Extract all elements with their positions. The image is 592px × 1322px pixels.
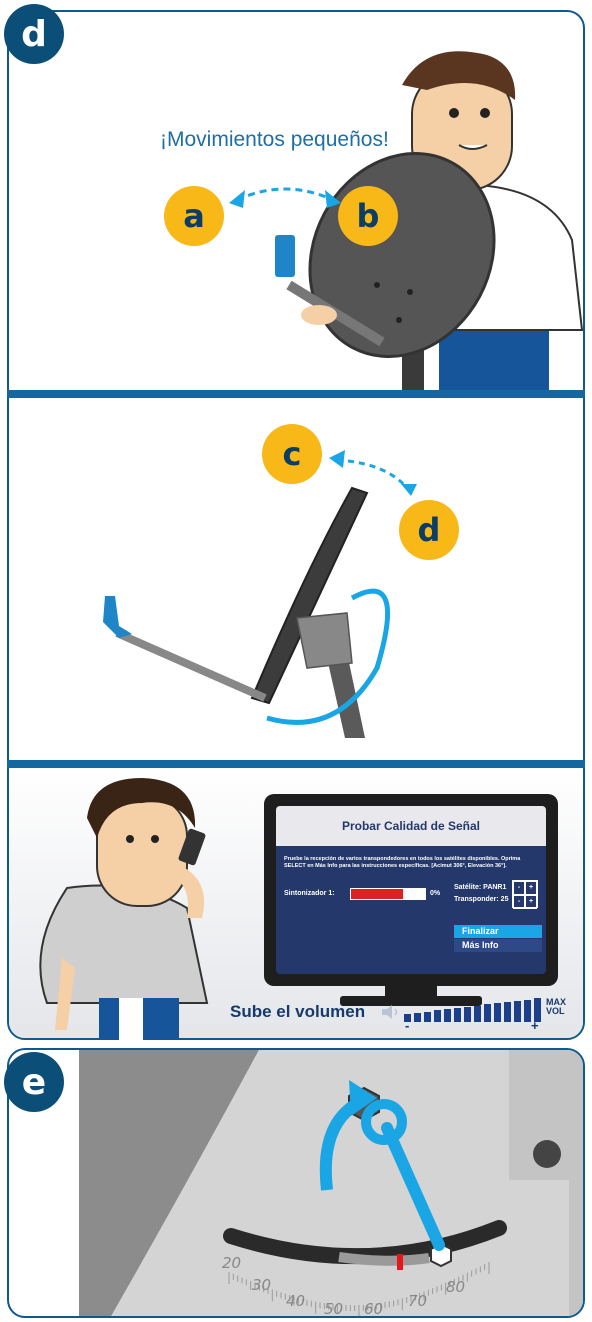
volume-bar bbox=[464, 1007, 471, 1022]
person-hand bbox=[301, 305, 337, 325]
dish-arm-side bbox=[117, 633, 265, 698]
marker-d: d bbox=[399, 500, 459, 560]
volume-label: Sube el volumen bbox=[230, 1002, 365, 1022]
section-divider bbox=[7, 760, 585, 768]
scale-70: 70 bbox=[408, 1292, 427, 1310]
scale-60: 60 bbox=[364, 1300, 383, 1318]
signal-test-title: Probar Calidad de Señal bbox=[276, 806, 546, 846]
volume-bars[interactable] bbox=[404, 998, 542, 1022]
movement-arrow bbox=[237, 189, 333, 200]
transponder-label: Transponder: 25 bbox=[454, 896, 508, 903]
elevation-marker bbox=[397, 1254, 403, 1270]
bolt-right bbox=[533, 1140, 561, 1168]
volume-bar bbox=[474, 1006, 481, 1022]
satellite-label: Satélite: PANR1 bbox=[454, 884, 506, 891]
scale-40: 40 bbox=[286, 1292, 305, 1310]
volume-plus: + bbox=[531, 1018, 539, 1033]
marker-a: a bbox=[164, 186, 224, 246]
step-badge-d: d bbox=[4, 4, 64, 64]
section-divider bbox=[7, 390, 585, 398]
tuner-meter bbox=[350, 888, 426, 900]
person-eye-right bbox=[480, 108, 490, 118]
volume-bar bbox=[444, 1009, 451, 1022]
tuner-percentage: 0% bbox=[430, 890, 440, 897]
volume-bar bbox=[494, 1003, 501, 1022]
vol-text: VOL bbox=[546, 1006, 565, 1016]
volume-bar bbox=[424, 1012, 431, 1022]
person-on-phone-illustration bbox=[7, 768, 237, 1040]
minus-button[interactable]: - bbox=[513, 881, 525, 895]
volume-bar bbox=[524, 1000, 531, 1022]
volume-bar bbox=[514, 1001, 521, 1022]
person-eye-left bbox=[449, 108, 459, 118]
elevation-bolt-illustration bbox=[9, 1050, 585, 1318]
tv-screen: Probar Calidad de Señal Pruebe la recepc… bbox=[276, 806, 546, 974]
instruction-panel-e bbox=[7, 1048, 585, 1318]
scale-50: 50 bbox=[324, 1300, 343, 1318]
speaker-icon bbox=[380, 1004, 402, 1020]
dish-mount bbox=[297, 613, 352, 668]
dish-with-person-illustration bbox=[7, 10, 585, 390]
volume-bar bbox=[454, 1008, 461, 1022]
plus-button[interactable]: + bbox=[525, 881, 537, 895]
more-info-button[interactable]: Más Info bbox=[454, 939, 542, 952]
marker-b: b bbox=[338, 186, 398, 246]
small-movements-caption: ¡Movimientos pequeños! bbox=[160, 128, 389, 152]
plus-button[interactable]: + bbox=[525, 895, 537, 909]
volume-bar bbox=[484, 1004, 491, 1022]
lnb bbox=[275, 235, 295, 277]
scale-80: 80 bbox=[446, 1278, 465, 1296]
volume-bar bbox=[504, 1002, 511, 1022]
adjust-grid[interactable]: - + - + bbox=[512, 880, 538, 908]
scale-20: 20 bbox=[222, 1254, 241, 1272]
scale-30: 30 bbox=[252, 1276, 271, 1294]
lnb-side bbox=[103, 596, 132, 638]
step-badge-e: e bbox=[4, 1052, 64, 1112]
volume-bar bbox=[414, 1013, 421, 1022]
volume-minus: - bbox=[405, 1018, 409, 1033]
finish-button[interactable]: Finalizar bbox=[454, 925, 542, 938]
signal-test-description: Pruebe la recepción de varios transponde… bbox=[284, 856, 534, 870]
tuner-label: Sintonizador 1: bbox=[284, 890, 335, 897]
marker-c: c bbox=[262, 424, 322, 484]
volume-bar bbox=[434, 1010, 441, 1022]
minus-button[interactable]: - bbox=[513, 895, 525, 909]
